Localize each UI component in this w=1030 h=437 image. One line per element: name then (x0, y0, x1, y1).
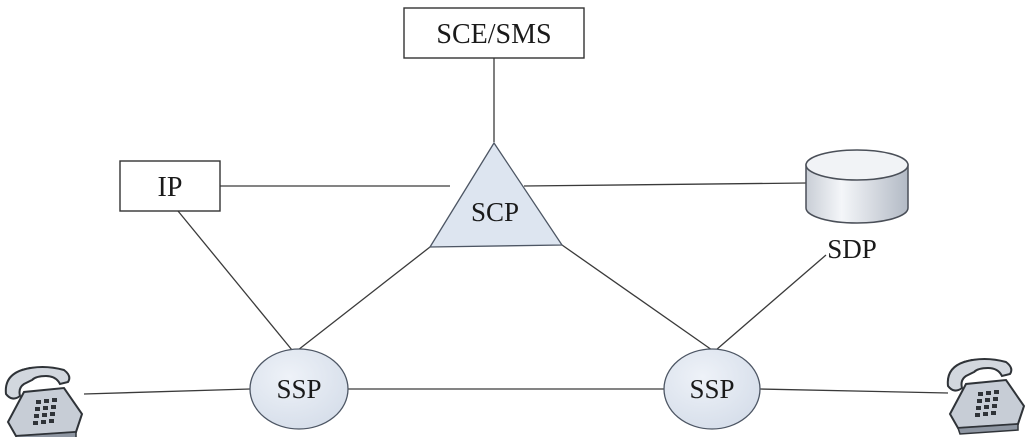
sce-sms-node: SCE/SMS (403, 7, 585, 59)
ssp-left-node: SSP (249, 348, 349, 430)
link-sdp-sspright (715, 254, 827, 351)
link-scp-sspright (561, 244, 713, 351)
telephone-icon (946, 358, 1026, 435)
link-sspright-phone (759, 388, 949, 394)
ssp-left-label: SSP (276, 374, 321, 404)
link-ip-sspleft (177, 210, 293, 351)
sce-sms-label: SCE/SMS (436, 19, 551, 50)
sdp-label: SDP (827, 234, 877, 264)
ssp-right-label: SSP (689, 374, 734, 404)
scp-node: SCP (428, 141, 564, 248)
link-scp-sspleft (297, 246, 431, 351)
link-phone-sspleft (83, 388, 251, 395)
scp-label: SCP (471, 197, 519, 227)
ssp-right-node: SSP (663, 348, 761, 430)
ip-node: IP (119, 160, 221, 212)
telephone-icon (4, 366, 84, 437)
database-cylinder-icon (805, 149, 909, 224)
ip-label: IP (158, 172, 183, 203)
link-scp-sdp (523, 182, 807, 187)
connections (83, 58, 949, 395)
